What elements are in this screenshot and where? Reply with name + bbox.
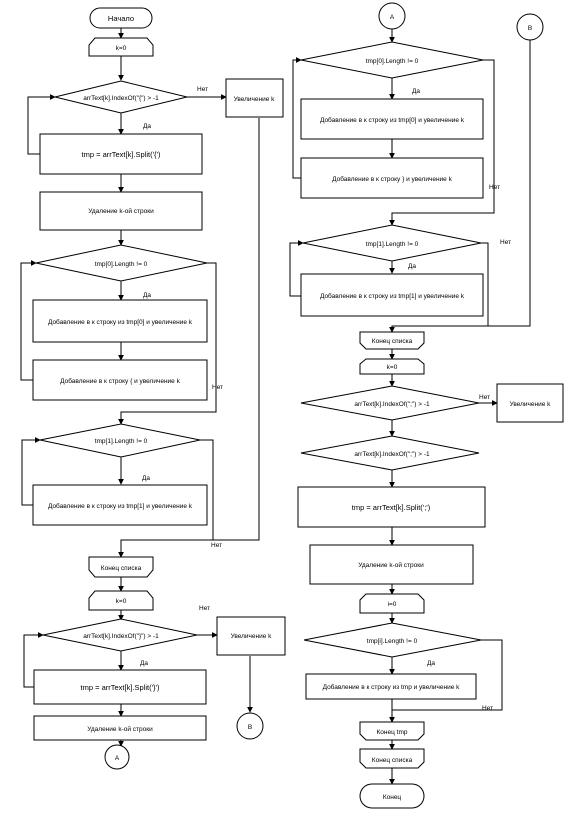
- process-text: tmp = arrText[k].Split(';'): [352, 503, 431, 512]
- decision-text: arrText[k].IndexOf(";") > -1: [354, 401, 430, 408]
- delete-line-process-b: Удаление k-ой строки: [33, 715, 207, 741]
- right-connector-lines: [289, 29, 531, 785]
- delete-line-process-c: Удаление k-ой строки: [309, 544, 474, 585]
- process-text: Удаление k-ой строки: [358, 561, 424, 569]
- end-label: Конец: [383, 794, 402, 801]
- process-text: Добавление в к строку } и увеличение k: [332, 175, 452, 183]
- no-label: Нет: [197, 86, 208, 93]
- connector-label: B: [528, 25, 532, 32]
- yes-label: Да: [412, 88, 420, 95]
- loop-k0-label: k=0: [387, 364, 398, 371]
- no-label: Нет: [500, 239, 511, 246]
- end-terminal: Конец: [359, 783, 425, 809]
- loop-k0-label: k=0: [116, 45, 127, 52]
- loop-end-tmp: Конец tmp: [359, 721, 425, 741]
- increment-k-process-b: Увеличение k: [216, 616, 286, 656]
- connector-a-in: A: [378, 2, 406, 30]
- decision-text: arrText[k].IndexOf("{") > -1: [83, 95, 159, 102]
- loop-start-k0-a: k=0: [88, 37, 154, 57]
- connector-b-out: B: [236, 712, 264, 740]
- add-tmp1-process-b: Добавление в к строку из tmp[1] и увелич…: [300, 273, 484, 317]
- connector-b-in: B: [516, 13, 544, 41]
- process-text: Увеличение k: [234, 96, 276, 103]
- yes-label: Да: [142, 475, 150, 482]
- process-text: Удаление k-ой строки: [88, 207, 154, 215]
- decision-close-brace: arrText[k].IndexOf("}") > -1: [42, 618, 198, 652]
- decision-text: tmp[1].Length != 0: [366, 241, 419, 248]
- decision-tmp0-b: tmp[0].Length != 0: [300, 41, 484, 79]
- loop-start-k0-b: k=0: [88, 590, 154, 611]
- loop-i0-label: i=0: [388, 601, 397, 608]
- yes-label: Да: [140, 660, 148, 667]
- loop-start-i0: i=0: [359, 593, 425, 614]
- decision-tmp1-b: tmp[1].Length != 0: [302, 224, 482, 262]
- left-flow: Начало k=0 arrText[k].IndexOf("{") > -1 …: [20, 7, 286, 770]
- increment-k-process-c: Увеличение k: [496, 383, 564, 423]
- process-text: tmp = arrText[k].Split('}'): [81, 683, 160, 692]
- yes-label: Да: [143, 292, 151, 299]
- process-text: Увеличение k: [231, 633, 273, 640]
- process-text: Удаление k-ой строки: [87, 725, 153, 733]
- loop-k0-label: k=0: [116, 598, 127, 605]
- add-close-brace-process: Добавление в к строку } и увеличение k: [300, 157, 484, 199]
- decision-semicolon-b: arrText[k].IndexOf(";") > -1: [300, 435, 480, 471]
- right-flow: A B tmp[0].Length != 0 Да Добавление в к…: [289, 2, 564, 809]
- process-text: Добавление в к строку из tmp[0] и увелич…: [48, 318, 193, 326]
- increment-k-process: Увеличение k: [225, 78, 284, 118]
- loop-end-list-b: Конец списка: [359, 331, 425, 350]
- process-text: Добавление в к строку { и увеличение k: [60, 377, 180, 385]
- process-text: Добавление в к строку из tmp[1] и увелич…: [320, 292, 465, 300]
- split-semicolon-process: tmp = arrText[k].Split(';'): [297, 486, 486, 528]
- decision-text: arrText[k].IndexOf("}") > -1: [83, 633, 159, 640]
- decision-text: tmp[0].Length != 0: [366, 58, 419, 65]
- connector-a-out: A: [104, 744, 130, 770]
- decision-semicolon-a: arrText[k].IndexOf(";") > -1: [300, 385, 480, 421]
- process-text: Добавление в к строку из tmp[0] и увелич…: [320, 116, 465, 124]
- decision-text: tmp[1].Length != 0: [95, 438, 148, 445]
- start-label: Начало: [108, 14, 134, 23]
- loop-end-list-a: Конец списка: [88, 556, 154, 578]
- no-label: Нет: [212, 384, 223, 391]
- decision-text: arrText[k].IndexOf(";") > -1: [354, 451, 430, 458]
- add-tmp0-process-b: Добавление в к строку из tmp[0] и увелич…: [300, 98, 484, 140]
- connector-label: A: [390, 14, 395, 21]
- decision-open-brace: arrText[k].IndexOf("{") > -1: [54, 80, 188, 114]
- add-brace-process: Добавление в к строку { и увеличение k: [32, 359, 208, 401]
- no-label: Нет: [489, 184, 500, 191]
- decision-text: tmp[i].Length != 0: [367, 638, 418, 645]
- decision-tmpi: tmp[i].Length != 0: [303, 622, 482, 658]
- split-close-brace-process: tmp = arrText[k].Split('}'): [33, 669, 207, 705]
- no-label: Нет: [479, 394, 490, 401]
- no-label: Нет: [482, 705, 493, 712]
- connector-label: A: [115, 755, 120, 762]
- add-tmp1-process: Добавление в к строку из tmp[1] и увелич…: [32, 484, 208, 526]
- add-tmp0-process: Добавление в к строку из tmp[0] и увелич…: [32, 299, 208, 343]
- left-connector-lines: [20, 28, 260, 747]
- yes-label: Да: [427, 660, 435, 667]
- loop-end-label: Конец списка: [372, 757, 413, 764]
- no-label: Нет: [211, 542, 222, 549]
- loop-end-label: Конец списка: [372, 338, 413, 345]
- loop-end-label: Конец tmp: [377, 729, 408, 736]
- process-text: Добавление в к строку из tmp[1] и увелич…: [48, 502, 193, 510]
- loop-end-list-c: Конец списка: [359, 748, 425, 769]
- connector-label: B: [248, 724, 252, 731]
- yes-label: Да: [143, 123, 151, 130]
- loop-start-k0-c: k=0: [359, 358, 425, 375]
- decision-tmp1: tmp[1].Length != 0: [39, 423, 201, 458]
- decision-tmp0: tmp[0].Length != 0: [35, 244, 208, 282]
- process-text: Добавление в к строку из tmp и увеличени…: [323, 683, 461, 691]
- split-open-brace-process: tmp = arrText[k].Split('{'): [39, 133, 203, 175]
- decision-text: tmp[0].Length != 0: [95, 261, 148, 268]
- start-terminal: Начало: [89, 7, 153, 29]
- loop-end-label: Конец списка: [101, 565, 142, 572]
- process-text: Увеличение k: [510, 401, 552, 408]
- add-tmp-process: Добавление в к строку из tmp и увеличени…: [305, 673, 477, 700]
- yes-label: Да: [408, 263, 416, 270]
- no-label: Нет: [199, 605, 210, 612]
- process-text: tmp = arrText[k].Split('{'): [82, 150, 161, 159]
- delete-line-process: Удаление k-ой строки: [39, 191, 203, 231]
